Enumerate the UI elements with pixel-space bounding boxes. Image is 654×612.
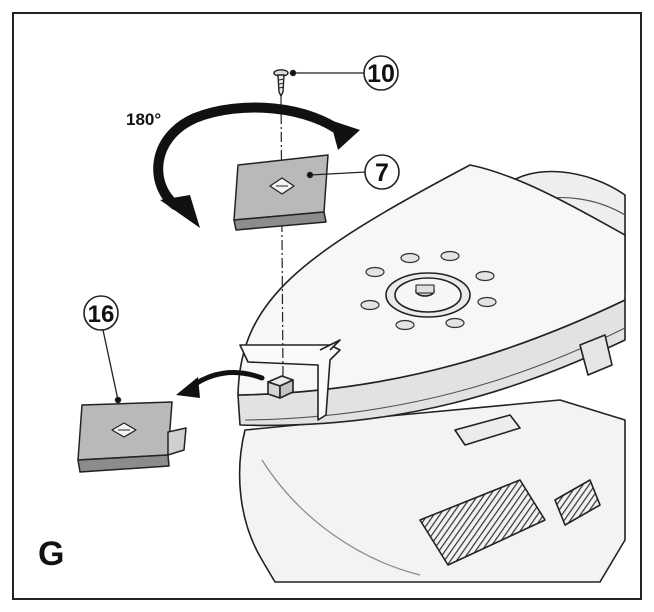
vent-grille-side: [554, 479, 601, 526]
sander-body: [237, 164, 626, 583]
removal-arrow-head: [176, 377, 200, 398]
dust-holes: [360, 250, 497, 331]
pad-16: [77, 401, 187, 473]
rotation-arrow-head-right: [330, 120, 360, 150]
sander-housing: [238, 399, 626, 583]
center-hub: [385, 272, 471, 318]
callout-label: 16: [88, 301, 115, 328]
rotation-arrow-head-left: [160, 195, 200, 228]
leader-7: [309, 171, 367, 176]
figure-letter: G: [38, 535, 65, 573]
rotation-label: 180°: [126, 110, 161, 129]
callout-7: 7: [364, 154, 400, 190]
callout-label: 10: [367, 60, 395, 88]
trigger: [454, 414, 521, 446]
pad-7: [233, 154, 329, 231]
leader-16: [102, 329, 119, 401]
callout-label: 7: [375, 159, 389, 187]
tip-block: [267, 375, 294, 399]
callout-16: 16: [83, 295, 119, 331]
callout-10: 10: [363, 55, 399, 91]
rotation-arrow: [153, 102, 350, 210]
screw: [273, 69, 289, 98]
assembly-axis: [280, 95, 284, 379]
vent-grille: [419, 479, 546, 566]
